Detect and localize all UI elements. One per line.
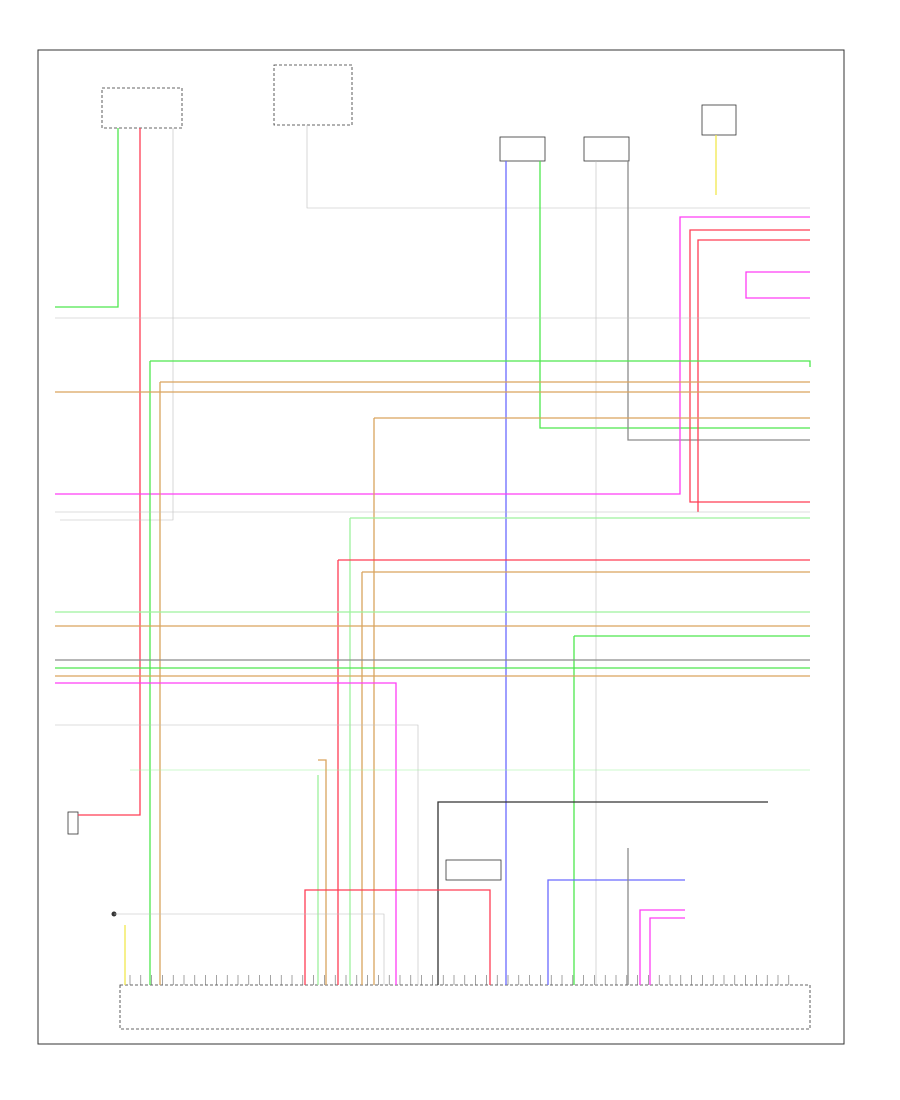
relay-box <box>445 859 502 881</box>
wire-pink-1 <box>55 216 810 495</box>
top-left-connector <box>101 87 183 129</box>
wire-red-loop <box>304 889 491 985</box>
wire-pink-h2 <box>55 682 397 985</box>
wire-gray-left <box>60 128 174 521</box>
ecm-pin-row <box>129 975 790 985</box>
top-right-switch <box>701 104 737 136</box>
diagram-frame <box>37 49 845 1045</box>
wire-gray-meter <box>306 125 810 209</box>
wire-pink-lower <box>639 909 685 985</box>
ecm-box <box>119 984 811 1030</box>
wire-gray-h4 <box>55 724 419 985</box>
wire-layer <box>55 125 811 985</box>
front-speed-sensor-left <box>499 136 546 162</box>
wire-red-1 <box>689 229 810 503</box>
wire-gray-loop <box>114 913 385 985</box>
wire-black-switch <box>437 801 768 985</box>
wire-darkgray-speed <box>627 161 810 441</box>
wire-green-h1 <box>150 360 811 367</box>
left-sensor <box>67 811 79 835</box>
wire-yellow-center <box>318 759 327 985</box>
wire-pink-lower-2 <box>649 917 685 985</box>
wire-green-left <box>55 128 119 308</box>
wire-green-speed <box>539 161 810 429</box>
front-speed-sensor-right <box>583 136 630 162</box>
combination-meter-box <box>273 64 353 126</box>
wire-red-2 <box>697 239 810 512</box>
wire-blue-lower <box>547 879 685 985</box>
wire-pink-loop <box>745 271 810 299</box>
wire-red-main <box>78 128 141 816</box>
